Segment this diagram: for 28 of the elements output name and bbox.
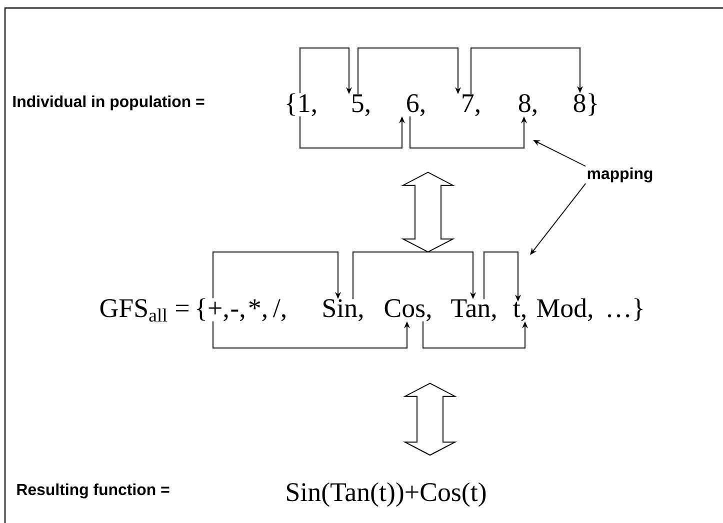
- row-label: Individual in population =: [13, 95, 204, 110]
- bracket-arrow: [470, 48, 584, 95]
- leader-arrow: [530, 183, 586, 255]
- set-element: *,: [249, 299, 266, 322]
- row-label: Resulting function =: [17, 483, 170, 498]
- set-element: Sin,: [324, 299, 363, 322]
- double-arrow: [402, 382, 458, 456]
- set-element: 5,: [352, 94, 370, 116]
- set-element: {1,: [286, 93, 316, 116]
- set-element: Cos,: [384, 299, 431, 322]
- set-element: Tan,: [451, 299, 496, 322]
- set-element: 7,: [462, 94, 480, 116]
- bracket-arrow: [352, 252, 476, 300]
- set-element: 6,: [407, 94, 424, 116]
- bracket-arrow: [212, 252, 342, 299]
- set-element: -,: [231, 310, 244, 322]
- set-element: 8,: [518, 94, 536, 116]
- set-element: /,: [272, 299, 286, 322]
- set-element: …}: [608, 298, 642, 321]
- set-element: t,: [513, 302, 526, 322]
- set-element: 8}: [574, 93, 597, 116]
- formula-text: Sin(Tan(t))+Cos(t): [287, 482, 486, 507]
- row-label: GFS$_{all}$ =: [100, 299, 188, 322]
- double-arrow: [400, 172, 456, 253]
- callout-text: mapping: [588, 167, 652, 182]
- set-element: Mod,: [537, 298, 592, 322]
- bracket-arrow: [358, 48, 462, 95]
- set-element: {+,: [197, 298, 228, 322]
